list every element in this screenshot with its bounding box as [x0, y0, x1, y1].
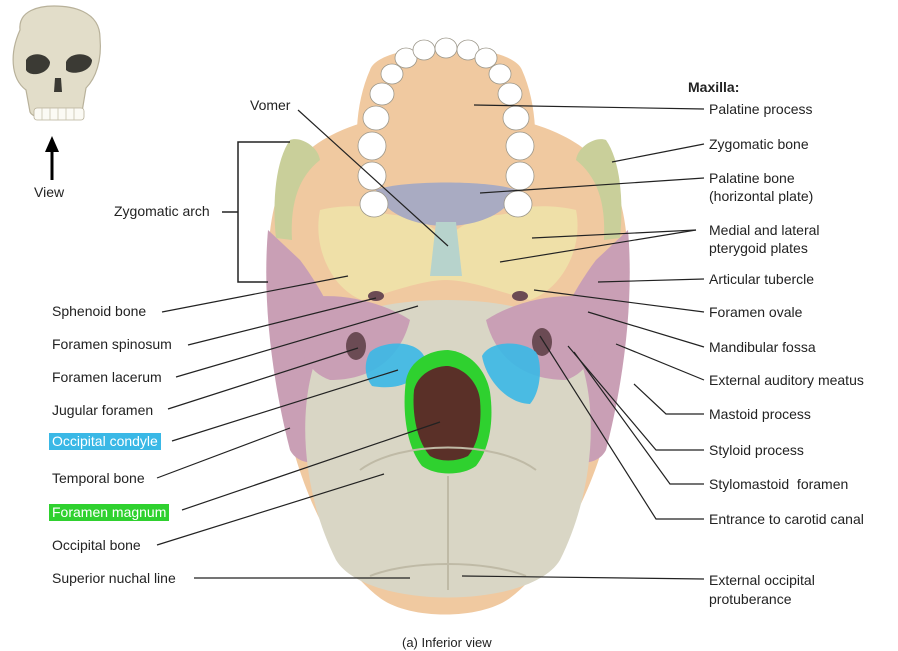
label-pterygoid-line1: Medial and lateral [709, 222, 820, 238]
label-foramen-magnum: Foramen magnum [49, 504, 170, 521]
label-pterygoid-line2: pterygoid plates [709, 240, 808, 256]
label-foramen-lacerum: Foramen lacerum [52, 369, 162, 385]
label-temporal-bone: Temporal bone [52, 470, 145, 486]
zygomatic-arch-bracket [222, 141, 290, 283]
label-carotid-canal: Entrance to carotid canal [709, 511, 864, 527]
label-zygomatic-bone: Zygomatic bone [709, 136, 809, 152]
label-occipital-condyle: Occipital condyle [49, 433, 161, 450]
label-articular-tubercle: Articular tubercle [709, 271, 815, 287]
leader-lines-left [156, 109, 449, 579]
label-mastoid-process: Mastoid process [709, 406, 811, 422]
label-sphenoid-bone: Sphenoid bone [52, 303, 147, 319]
label-vomer: Vomer [250, 97, 291, 113]
label-jugular-foramen: Jugular foramen [52, 402, 154, 418]
label-foramen-ovale: Foramen ovale [709, 304, 803, 320]
leader-lines-right [461, 104, 705, 580]
skull-view-icon [12, 5, 101, 121]
view-label: View [34, 184, 65, 200]
label-stylomastoid-foramen: Stylomastoid foramen [709, 476, 849, 492]
label-palatine-bone-line2: (horizontal plate) [709, 188, 814, 204]
label-zygomatic-arch: Zygomatic arch [114, 203, 210, 219]
heading-maxilla: Maxilla: [688, 79, 740, 95]
label-palatine-process: Palatine process [709, 101, 813, 117]
view-arrow-icon [45, 136, 59, 180]
label-ext-occipital-protuberance-line2: protuberance [709, 591, 792, 607]
label-external-auditory-meatus: External auditory meatus [709, 372, 864, 388]
label-superior-nuchal-line: Superior nuchal line [52, 570, 176, 586]
figure-caption: (a) Inferior view [402, 635, 492, 650]
label-ext-occipital-protuberance-line1: External occipital [709, 572, 815, 588]
skull-inferior [266, 37, 630, 615]
label-styloid-process: Styloid process [709, 442, 804, 458]
label-palatine-bone-line1: Palatine bone [709, 170, 795, 186]
label-mandibular-fossa: Mandibular fossa [709, 339, 816, 355]
label-foramen-spinosum: Foramen spinosum [52, 336, 172, 352]
label-occipital-bone: Occipital bone [52, 537, 141, 553]
